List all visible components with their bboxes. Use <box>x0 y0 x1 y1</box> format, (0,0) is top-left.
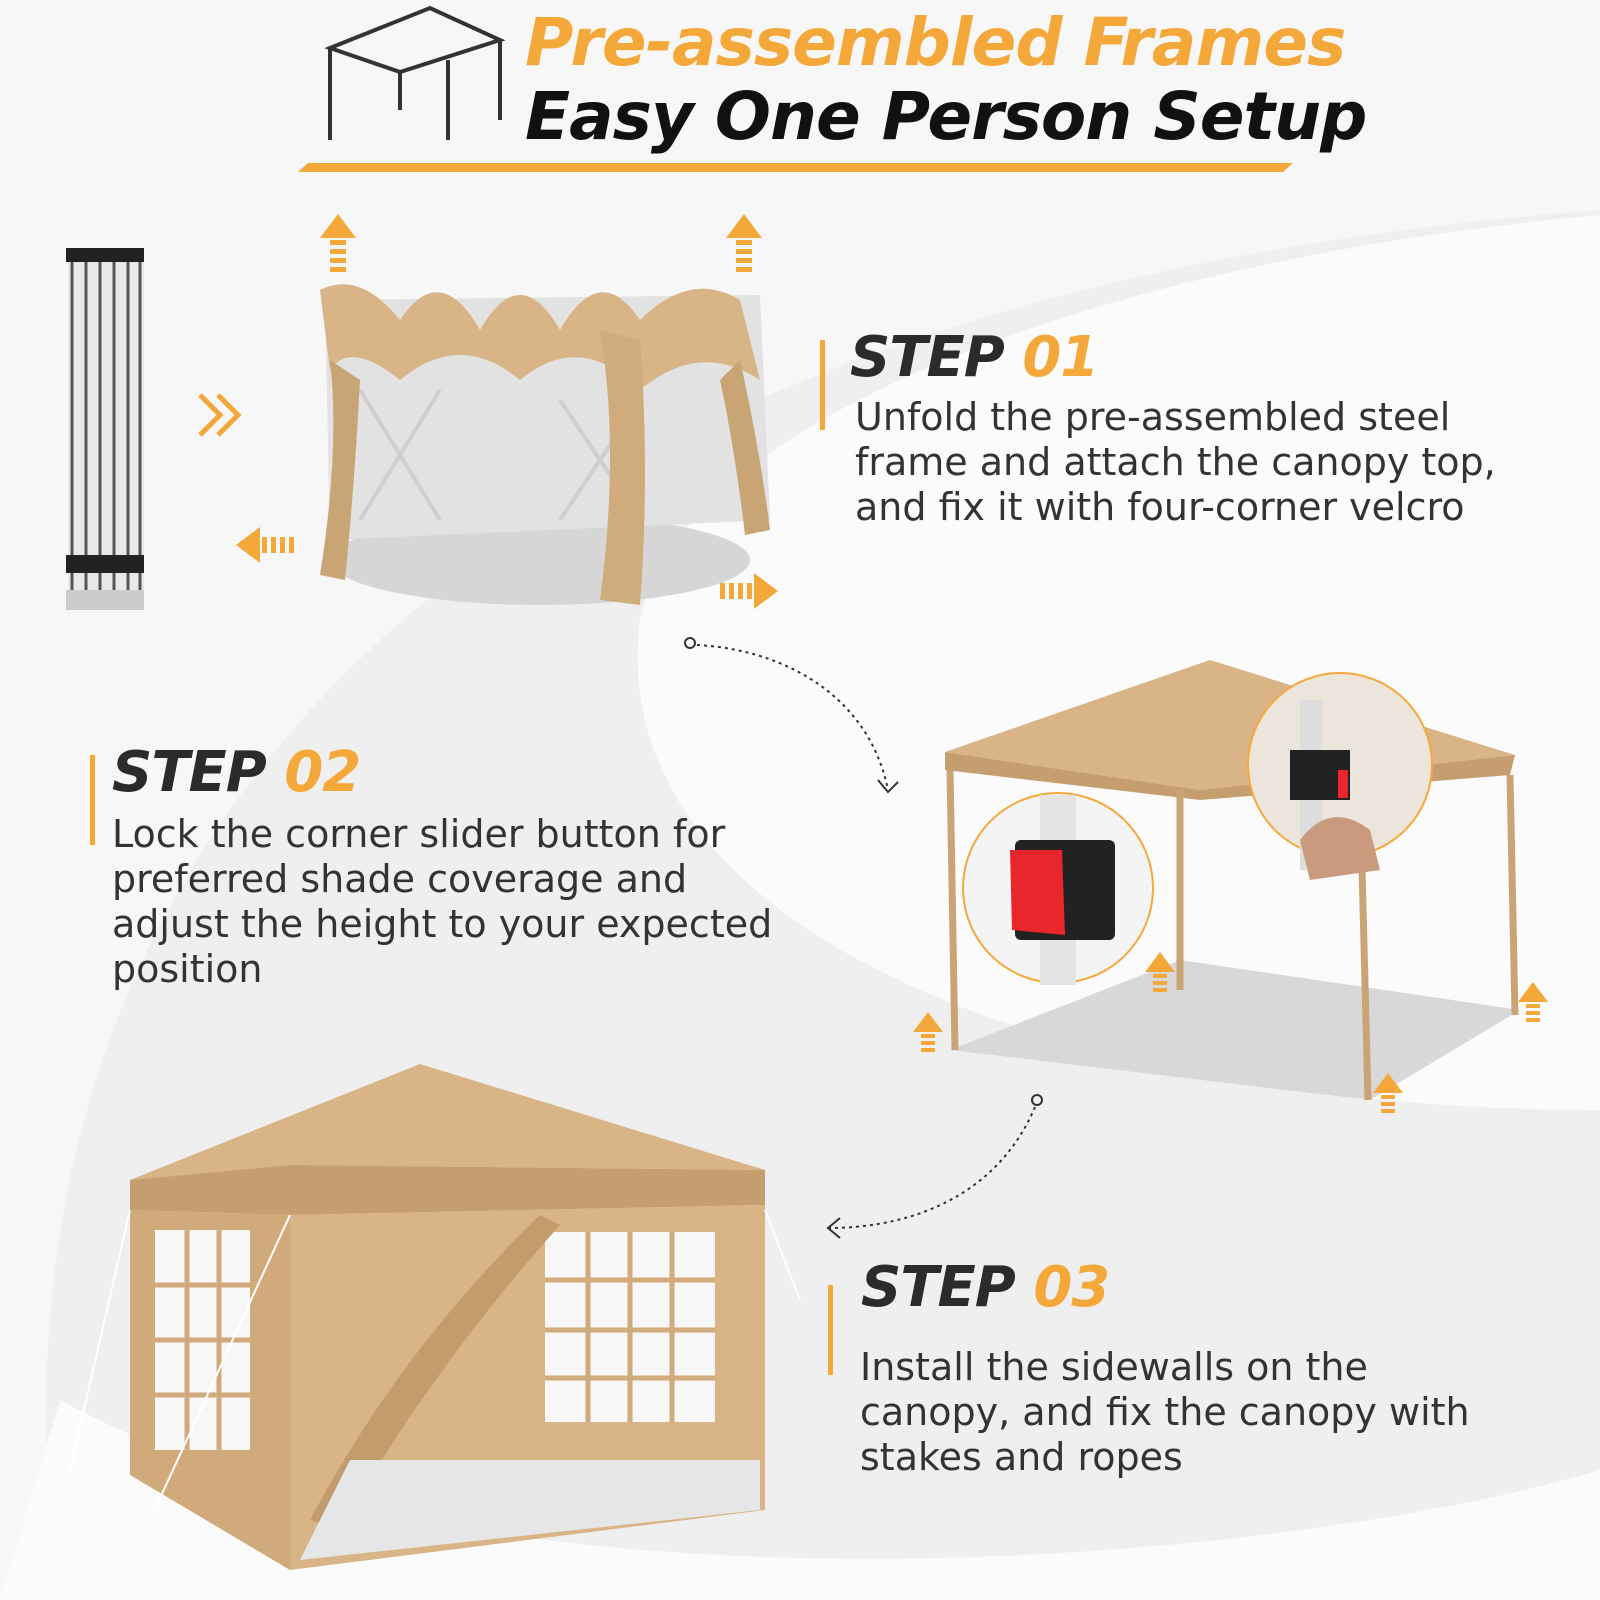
step-description: Lock the corner slider button for prefer… <box>112 812 772 992</box>
double-chevron-icon <box>198 393 242 437</box>
step-description-line: stakes and ropes <box>860 1435 1183 1479</box>
step-number: 01 <box>1022 325 1099 390</box>
arrow-right-icon <box>720 573 778 609</box>
step-02: STEP 02 Lock the corner slider button fo… <box>90 740 850 1000</box>
arrow-left-icon <box>236 527 294 563</box>
step-heading: STEP 01 <box>850 325 1099 390</box>
step-description-line: Lock the corner slider button for <box>112 812 726 856</box>
arrow-up-icon <box>913 1012 943 1052</box>
arrow-up-icon <box>320 214 356 272</box>
canopy-frame-icon <box>324 5 506 140</box>
arrow-up-icon <box>726 214 762 272</box>
step-description-line: preferred shade coverage and <box>112 857 688 901</box>
step-label: STEP <box>861 1255 1016 1320</box>
header-title-line1: Pre-assembled Frames <box>525 4 1346 81</box>
step-number: 02 <box>284 740 361 805</box>
step-description-line: adjust the height to your expected <box>112 902 773 946</box>
step-accent-bar <box>828 1285 833 1375</box>
step-description: Install the sidewalls on the canopy, and… <box>860 1345 1470 1480</box>
step-description-line: and fix it with four-corner velcro <box>855 485 1465 529</box>
step-heading: STEP 03 <box>861 1255 1110 1320</box>
canopy-with-sidewalls-image <box>69 1064 801 1570</box>
step-heading: STEP 02 <box>112 740 361 805</box>
step-description-line: frame and attach the canopy top, <box>855 440 1496 484</box>
arrow-up-icon <box>1373 1073 1403 1113</box>
dotted-connector-arrow <box>826 1094 1043 1239</box>
step-description-line: Install the sidewalls on the <box>860 1345 1368 1389</box>
expanded-canopy-image <box>945 660 1520 1101</box>
folded-frame-image <box>66 248 144 610</box>
step-label: STEP <box>112 740 267 805</box>
unfolding-canopy-image <box>320 284 770 605</box>
step-label: STEP <box>850 325 1005 390</box>
arrow-up-icon <box>1518 982 1548 1022</box>
step-description-line: canopy, and fix the canopy with <box>860 1390 1470 1434</box>
arrow-up-icon <box>1145 952 1175 992</box>
step-accent-bar <box>90 755 95 845</box>
step-01: STEP 01 Unfold the pre-assembled steel f… <box>820 325 1580 535</box>
step-description: Unfold the pre-assembled steel frame and… <box>855 395 1496 530</box>
header-title-line2: Easy One Person Setup <box>525 78 1367 155</box>
step-number: 03 <box>1033 1255 1110 1320</box>
dotted-connector-arrow <box>684 637 899 794</box>
header-underline <box>298 163 1293 172</box>
step-description-line: Unfold the pre-assembled steel <box>855 395 1451 439</box>
step-03: STEP 03 Install the sidewalls on the can… <box>828 1255 1588 1485</box>
step-description-line: position <box>112 947 263 991</box>
step-accent-bar <box>820 340 825 430</box>
